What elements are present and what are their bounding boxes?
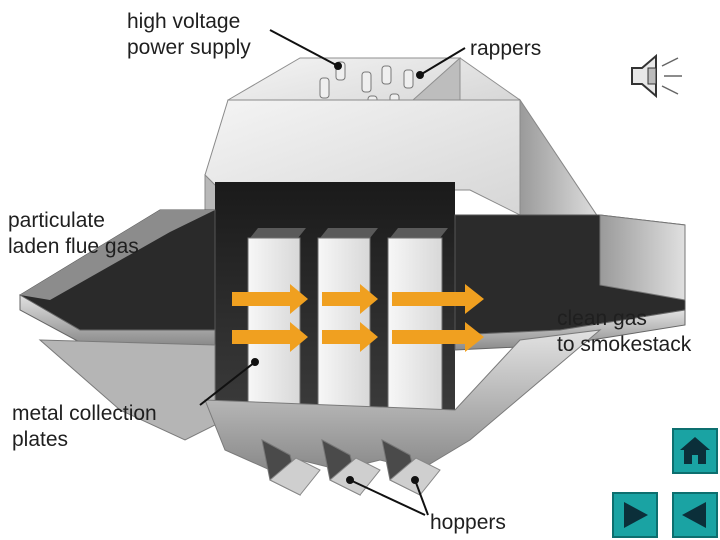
speaker-icon[interactable] (628, 50, 684, 102)
previous-button[interactable] (672, 492, 718, 538)
label-flue-gas: particulate laden flue gas (8, 208, 139, 260)
label-flue-gas-line1: particulate (8, 208, 139, 234)
label-collection-plates-line1: metal collection (12, 401, 157, 427)
home-icon (674, 430, 716, 472)
next-button[interactable] (612, 492, 658, 538)
label-flue-gas-line2: laden flue gas (8, 234, 139, 260)
home-button[interactable] (672, 428, 718, 474)
next-icon (614, 494, 656, 536)
label-clean-gas-line1: clean gas (557, 306, 691, 332)
previous-icon (674, 494, 716, 536)
label-collection-plates-line2: plates (12, 427, 157, 453)
label-collection-plates: metal collection plates (12, 401, 157, 453)
label-rappers: rappers (470, 36, 541, 62)
label-clean-gas-line2: to smokestack (557, 332, 691, 358)
label-power-supply: high voltage power supply (127, 9, 251, 61)
label-power-supply-line1: high voltage (127, 9, 251, 35)
label-clean-gas: clean gas to smokestack (557, 306, 691, 358)
label-hoppers: hoppers (430, 510, 506, 536)
label-power-supply-line2: power supply (127, 35, 251, 61)
collection-plates (248, 228, 448, 410)
